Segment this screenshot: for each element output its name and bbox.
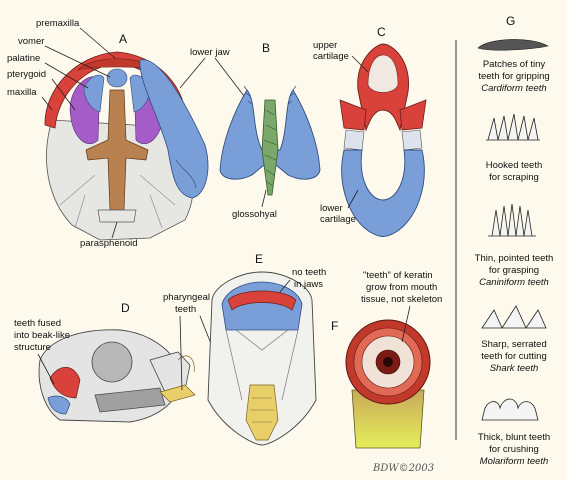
- tooth-term: Shark teeth: [490, 363, 539, 374]
- label-keratin-1: "teeth" of keratin: [363, 270, 433, 281]
- artist-signature: BDW©2003: [372, 463, 434, 474]
- tooth-desc: teeth for gripping: [478, 71, 549, 82]
- tooth-desc: teeth for cutting: [481, 351, 546, 362]
- glossohyal-leader: [261, 189, 267, 208]
- label-palatine: palatine: [7, 53, 40, 64]
- molariform-teeth-icon: [481, 398, 539, 421]
- label-premaxilla: premaxilla: [36, 18, 80, 29]
- label-maxilla: maxilla: [7, 87, 37, 98]
- tooth-desc: Patches of tiny: [483, 59, 546, 70]
- label-upper-cartilage-1: upper: [313, 40, 337, 51]
- label-no-teeth-2: in jaws: [294, 279, 323, 290]
- label-pharyngeal-1: pharyngeal: [163, 292, 210, 303]
- label-fused-1: teeth fused: [14, 318, 61, 329]
- tooth-desc: Hooked teeth: [486, 160, 543, 171]
- tooth-term: Caniniform teeth: [479, 277, 549, 288]
- shark-teeth-icon: [481, 305, 547, 329]
- panel-f-letter: F: [331, 319, 338, 333]
- panel-c-shark-jaw: [339, 43, 427, 237]
- panel-d-letter: D: [121, 301, 130, 315]
- label-lower-cartilage-2: cartilage: [320, 214, 356, 225]
- label-vomer: vomer: [18, 36, 44, 47]
- panel-b-letter: B: [262, 41, 270, 55]
- panel-b-jaw: [219, 85, 321, 196]
- tooth-type-cardiform: Patches of tiny teeth for gripping Cardi…: [477, 39, 550, 94]
- panel-c-letter: C: [377, 25, 386, 39]
- label-lower-cartilage-1: lower: [320, 203, 343, 214]
- label-pterygoid: pterygoid: [7, 69, 46, 80]
- tooth-desc: Sharp, serrated: [481, 339, 546, 350]
- tooth-term: Cardiform teeth: [481, 83, 546, 94]
- label-fused-3: structure: [14, 342, 51, 353]
- panel-g-letter: G: [506, 14, 515, 28]
- tooth-desc: Thin, pointed teeth: [475, 253, 554, 264]
- caniniform-teeth-icon: [488, 203, 536, 237]
- cardiform-teeth-icon: [477, 39, 549, 51]
- label-keratin-3: tissue, not skeleton: [361, 294, 442, 305]
- label-pharyngeal-2: teeth: [175, 304, 196, 315]
- label-glossohyal: glossohyal: [232, 209, 277, 220]
- tooth-desc: Thick, blunt teeth: [478, 432, 550, 443]
- panel-a-lower-jaw: [139, 59, 209, 199]
- label-upper-cartilage-2: cartilage: [313, 51, 349, 62]
- tooth-type-shark: Sharp, serrated teeth for cutting Shark …: [481, 305, 547, 374]
- label-fused-2: into beak-like: [14, 330, 70, 341]
- tooth-type-hooked: Hooked teeth for scraping: [486, 113, 543, 183]
- panel-e-jaw: [207, 271, 317, 446]
- lower-jaw-leaders: [179, 57, 245, 97]
- tooth-type-molariform: Thick, blunt teeth for crushing Molarifo…: [478, 398, 550, 467]
- tooth-term: Molariform teeth: [480, 456, 549, 467]
- tooth-desc: for scraping: [489, 172, 539, 183]
- label-no-teeth-1: no teeth: [292, 267, 326, 278]
- panel-f-lamprey: [345, 319, 431, 449]
- label-keratin-2: grow from mouth: [366, 282, 437, 293]
- panel-e-letter: E: [255, 252, 263, 266]
- tooth-desc: for grasping: [489, 265, 539, 276]
- tooth-desc: for crushing: [489, 444, 539, 455]
- panel-f-leader: [401, 305, 411, 343]
- tooth-type-caniniform: Thin, pointed teeth for grasping Caninif…: [475, 203, 554, 288]
- label-lower-jaw: lower jaw: [190, 47, 230, 58]
- panel-d-skull: [38, 329, 196, 423]
- panel-e-leader: [279, 279, 291, 293]
- hooked-teeth-icon: [486, 113, 540, 141]
- panel-a-leader-lines: [41, 27, 118, 239]
- panel-c-leaders: [347, 55, 369, 209]
- panel-a-letter: A: [119, 32, 127, 46]
- label-parasphenoid: parasphenoid: [80, 238, 138, 249]
